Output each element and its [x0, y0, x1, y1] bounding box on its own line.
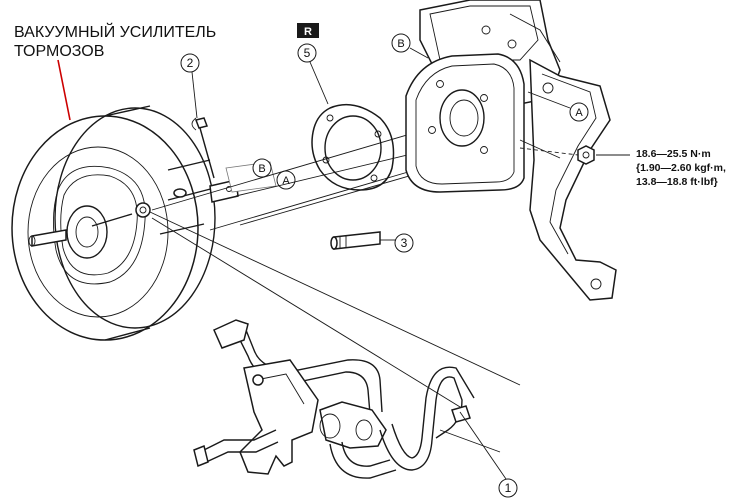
ref-b-upper-leader [409, 47, 429, 59]
svg-text:1: 1 [505, 481, 512, 495]
svg-text:2: 2 [187, 56, 194, 70]
callout-1-leader-b [459, 411, 507, 480]
svg-text:A: A [282, 175, 290, 187]
callout-1-leader [439, 429, 501, 453]
svg-text:B: B [397, 38, 404, 50]
callout-2-leader [191, 71, 198, 119]
mounting-bolt [330, 231, 381, 250]
svg-text:13.8—18.8 ft·lbf}: 13.8—18.8 ft·lbf} [636, 176, 718, 188]
vacuum-booster [11, 105, 239, 341]
svg-text:B: B [258, 163, 265, 175]
vacuum-hose-assembly [193, 319, 475, 479]
pedal-bracket [405, 0, 617, 301]
ref-a-upper-leader [527, 91, 571, 109]
clevis-pin [191, 117, 215, 179]
title-line-1: ВАКУУМНЫЙ УСИЛИТЕЛЬ [14, 22, 216, 41]
ref-a-upper: A [569, 102, 589, 122]
svg-text:18.6—25.5 N·m: 18.6—25.5 N·m [636, 148, 711, 160]
svg-text:3: 3 [401, 236, 408, 250]
title-label: ВАКУУМНЫЙ УСИЛИТЕЛЬ ТОРМОЗОВ [14, 22, 216, 60]
callout-3: 3 [394, 233, 414, 253]
svg-text:R: R [304, 26, 312, 38]
callout-5-leader [309, 61, 329, 105]
svg-text:A: A [575, 107, 583, 119]
callout-2: 2 [180, 53, 200, 73]
title-leader-line [57, 59, 71, 121]
svg-text:{1.90—2.60 kgf·m,: {1.90—2.60 kgf·m, [636, 162, 726, 174]
callout-1: 1 [498, 478, 518, 498]
title-line-2: ТОРМОЗОВ [14, 43, 104, 60]
booster-gasket [311, 103, 395, 191]
callout-5: 5 [297, 43, 317, 63]
ref-a-lower: A [276, 170, 296, 190]
svg-text:5: 5 [304, 46, 311, 60]
ref-b-upper: B [391, 33, 411, 53]
nut-leader [519, 147, 579, 156]
torque-spec: 18.6—25.5 N·m {1.90—2.60 kgf·m, 13.8—18.… [636, 148, 726, 188]
replace-badge: R [297, 23, 319, 38]
booster-nut [577, 145, 595, 165]
